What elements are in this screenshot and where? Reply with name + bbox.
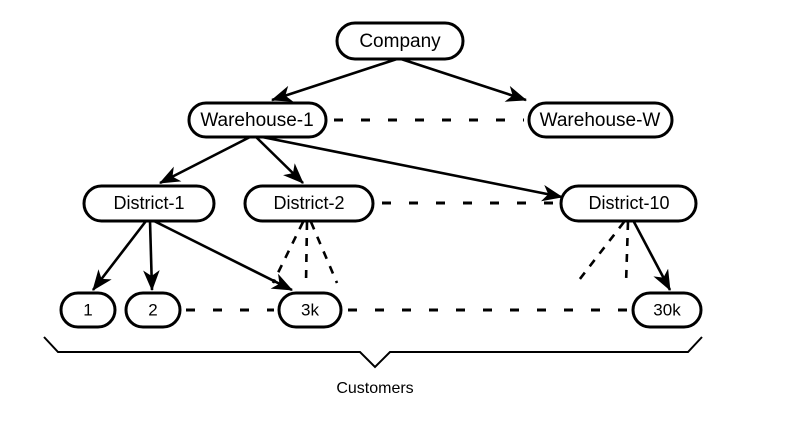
node-warehouse-w-shape (527, 101, 674, 139)
edge-warehouse-1-to-district-1 (159, 135, 251, 185)
node-warehouse-w[interactable]: Warehouse-W (527, 101, 674, 139)
edge-district-1-to-customer-3k (153, 219, 293, 292)
customers-brace (43, 336, 703, 369)
edge-district-2-omitted-left (271, 221, 305, 284)
node-customer-3k[interactable]: 3k (277, 291, 343, 329)
node-district-1-shape (82, 184, 216, 223)
node-customer-2[interactable]: 2 (124, 291, 182, 329)
edge-group-company-to-warehouse (271, 57, 527, 102)
edge-company-to-warehouse-w (400, 57, 527, 102)
edge-district-10-omitted-left (574, 221, 626, 285)
node-customer-30k[interactable]: 30k (631, 291, 703, 329)
edge-district-10-to-customer-30k (632, 221, 672, 291)
node-customer-2-shape (124, 291, 182, 329)
edge-district-2-omitted-center (304, 221, 309, 284)
node-company[interactable]: Company (335, 21, 465, 61)
edge-company-to-warehouse-1 (271, 57, 398, 102)
edge-district-1-to-customer-1 (91, 220, 148, 291)
node-customer-3k-shape (277, 291, 343, 329)
node-warehouse-w-label: Warehouse-W (540, 110, 661, 131)
edge-warehouse-1-to-district-2 (255, 136, 304, 184)
edge-group-warehouse-to-district (159, 135, 564, 202)
node-company-label: Company (359, 31, 441, 52)
node-customer-3k-label: 3k (301, 300, 319, 319)
node-district-1[interactable]: District-1 (82, 184, 216, 223)
node-district-10-shape (559, 184, 698, 223)
edge-district-2-omitted-right (309, 221, 339, 284)
node-warehouse-1[interactable]: Warehouse-1 (187, 101, 328, 139)
node-customer-1-label: 1 (83, 300, 92, 319)
edge-group-district-10-children (574, 221, 672, 291)
node-company-shape (335, 21, 465, 61)
edge-warehouse-1-to-district-10 (261, 135, 564, 202)
node-customer-2-label: 2 (148, 300, 157, 319)
node-district-10-label: District-10 (588, 193, 669, 213)
node-warehouse-1-shape (187, 101, 328, 139)
customers-brace-label: Customers (336, 380, 413, 397)
edge-district-1-to-customer-2 (143, 220, 160, 292)
node-district-10[interactable]: District-10 (559, 184, 698, 223)
edge-group-district-1-to-customers (91, 219, 293, 292)
node-district-2-shape (243, 184, 375, 223)
node-customer-1-shape (59, 291, 117, 329)
node-district-2[interactable]: District-2 (243, 184, 375, 223)
node-customer-1[interactable]: 1 (59, 291, 117, 329)
node-customer-30k-label: 30k (653, 300, 681, 319)
node-warehouse-1-label: Warehouse-1 (200, 110, 313, 131)
edge-group-district-2-omitted-children (271, 221, 339, 284)
node-customer-30k-shape (631, 291, 703, 329)
node-district-1-label: District-1 (114, 193, 185, 213)
edge-district-10-omitted-center (624, 221, 630, 285)
node-district-2-label: District-2 (274, 193, 345, 213)
